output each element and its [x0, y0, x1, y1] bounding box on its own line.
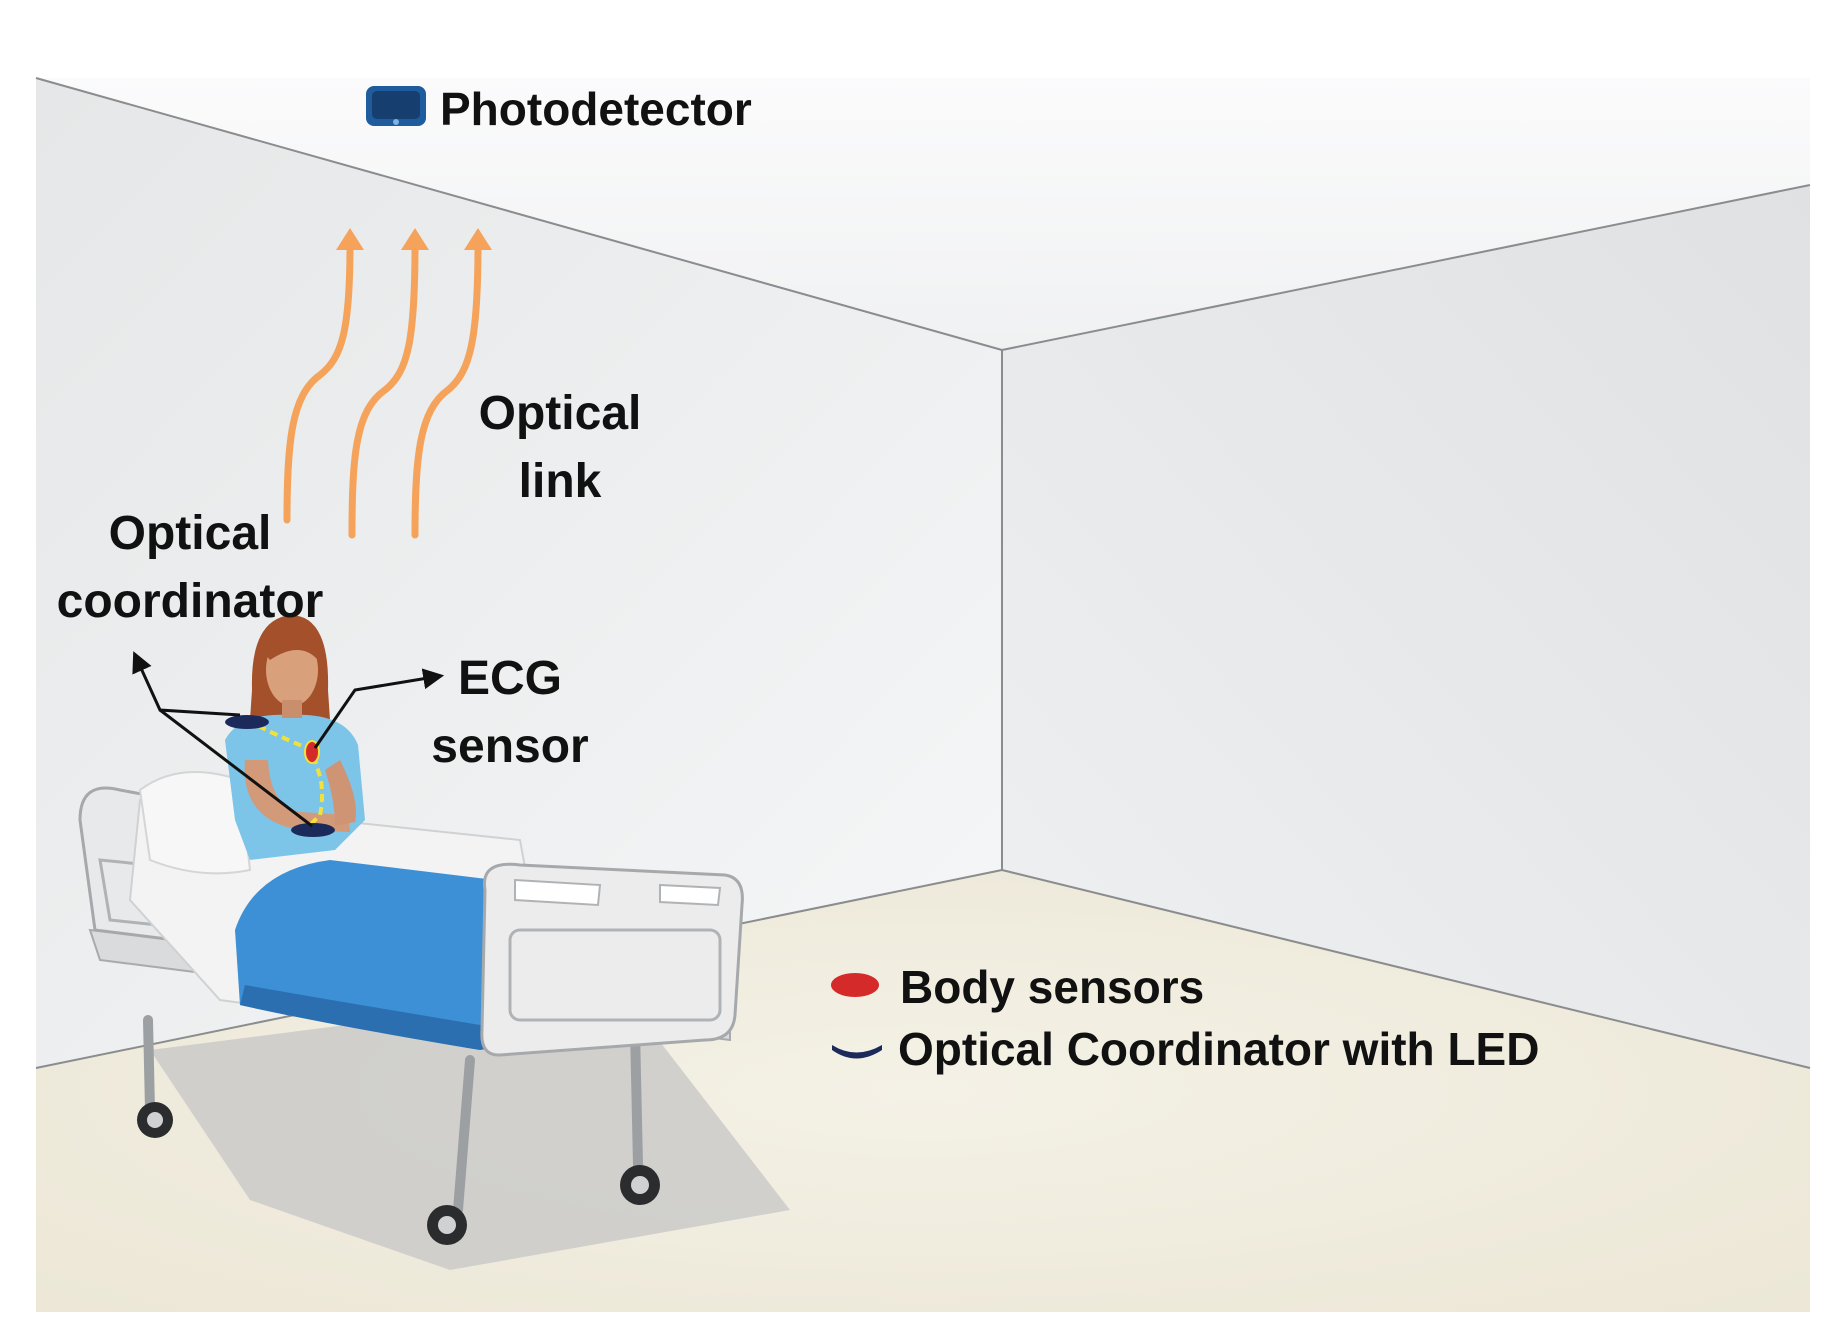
- red-oval-icon: [831, 973, 879, 997]
- legend-icons: [831, 973, 882, 1059]
- optical-link-label-line-2: link: [518, 455, 602, 508]
- optical-link-arrow-3: [411, 241, 482, 539]
- photodetector-label: Photodetector: [440, 83, 752, 135]
- hospital-bed: [78, 771, 744, 1245]
- optical-coordinator-label-line-1: Optical: [108, 507, 272, 560]
- footboard: [480, 862, 744, 1057]
- annotation-pointers: [132, 651, 445, 828]
- optical-link-arrows: [283, 241, 482, 539]
- legend-optical-coordinator-label: Optical Coordinator with LED: [898, 1023, 1540, 1075]
- optical-link-arrow-1: [283, 241, 354, 524]
- optical-link-label-line-1: Optical: [478, 387, 642, 440]
- photodetector-icon: [366, 86, 426, 126]
- ecg-sensor-label-line-1: ECG: [457, 652, 562, 705]
- right-wall: [1002, 185, 1810, 1068]
- bed-wheels: [137, 1102, 660, 1245]
- optical-link-label: Optical link: [470, 390, 650, 506]
- patient: [225, 615, 365, 860]
- ecg-sensor-label: ECG sensor: [420, 655, 600, 771]
- legend-body-sensors-label: Body sensors: [900, 961, 1205, 1013]
- optical-coordinator-body-icons: [225, 715, 335, 837]
- optical-coordinator-label-line-2: coordinator: [56, 575, 324, 628]
- optical-link-arrow-2: [348, 241, 419, 539]
- navy-arc-icon: [832, 1045, 882, 1059]
- optical-link-arrowheads: [336, 228, 492, 250]
- ceiling: [36, 78, 1810, 350]
- optical-coordinator-label: Optical coordinator: [40, 510, 340, 626]
- ecg-sensor-label-line-2: sensor: [431, 720, 589, 773]
